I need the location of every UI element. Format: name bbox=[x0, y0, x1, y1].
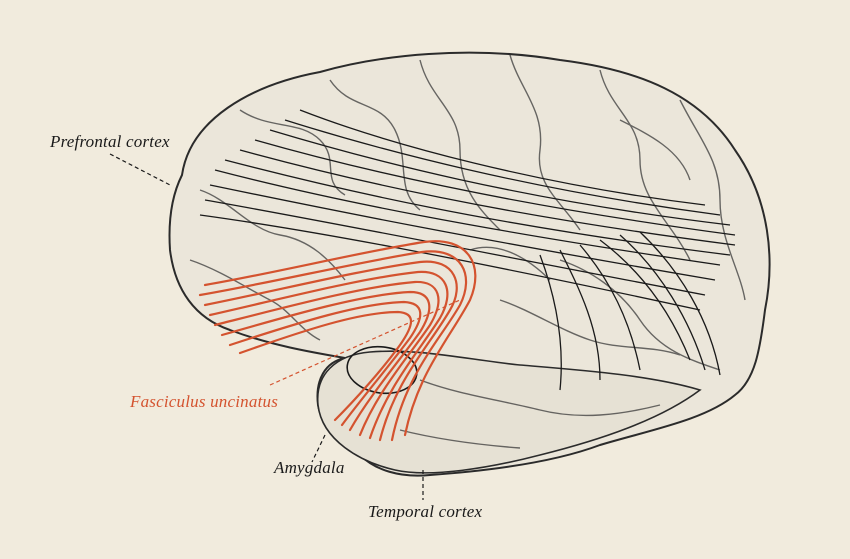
black-fiber-tracts bbox=[199, 109, 736, 391]
brain-body bbox=[168, 51, 771, 477]
leader-lines bbox=[109, 153, 424, 500]
label-amygdala: Amygdala bbox=[274, 458, 345, 477]
label-temporal-cortex: Temporal cortex bbox=[368, 502, 483, 521]
fasciculus-uncinatus-tracts bbox=[198, 240, 477, 442]
label-fasciculus-uncinatus: Fasciculus uncinatus bbox=[130, 392, 279, 411]
label-prefrontal-cortex: Prefrontal cortex bbox=[50, 132, 170, 151]
